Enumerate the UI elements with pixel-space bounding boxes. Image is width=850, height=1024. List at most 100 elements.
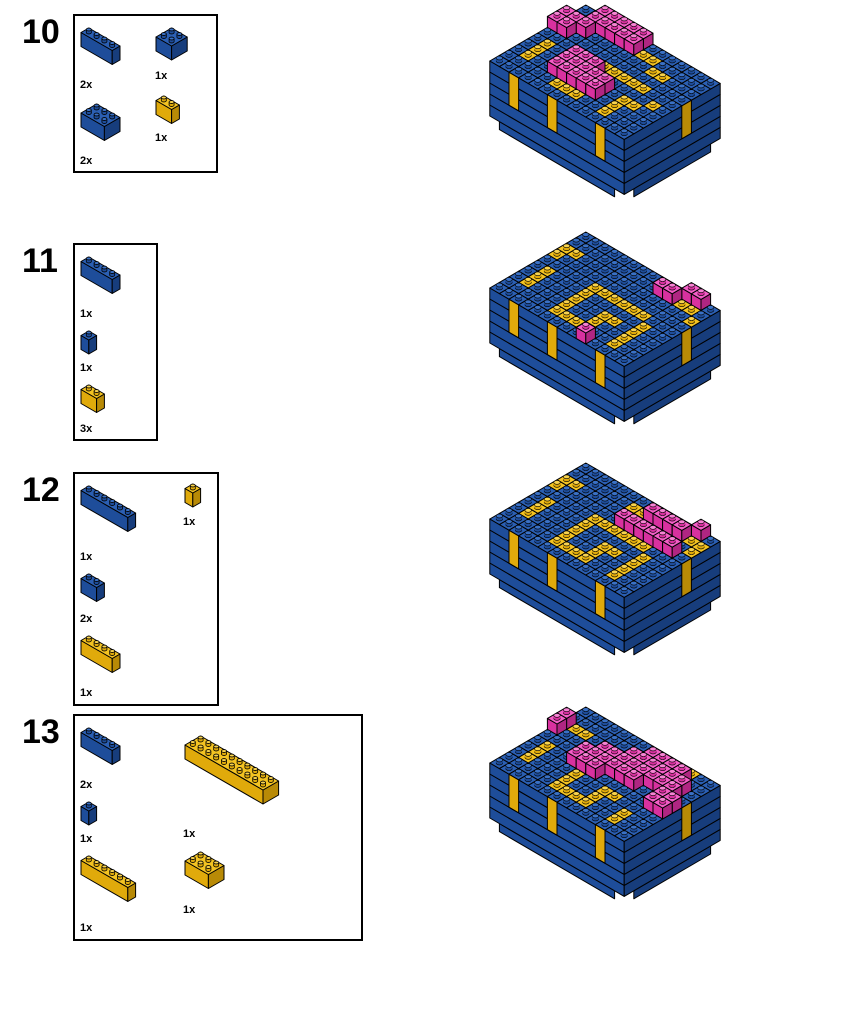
brick <box>80 27 121 65</box>
stud-top <box>630 33 638 39</box>
stud-top <box>543 254 551 260</box>
stud-top <box>678 299 686 305</box>
stud-top <box>630 580 638 586</box>
step-number: 10 <box>22 13 60 51</box>
stud-top <box>101 736 108 741</box>
stud-top <box>495 513 503 519</box>
stud-top <box>611 558 619 564</box>
step-10: 10 2x 1x 2x 1x <box>0 4 850 234</box>
stud-top <box>582 322 590 327</box>
stud-top <box>707 536 715 541</box>
stud-top <box>620 819 628 824</box>
yellow-brick-2x3-drawing <box>184 851 225 889</box>
stud-top <box>543 277 551 282</box>
stud-top <box>620 106 628 111</box>
stud-top <box>687 89 695 94</box>
stud-top <box>601 321 609 327</box>
stud-top <box>649 111 657 117</box>
stud-top <box>620 541 628 547</box>
stud-top <box>611 780 619 785</box>
model-top <box>489 462 721 598</box>
stud-top <box>630 757 638 763</box>
stud-top <box>534 757 542 763</box>
stud-top <box>582 496 590 502</box>
stud-top <box>639 763 647 769</box>
stud-top <box>563 83 571 89</box>
stud-top <box>668 78 676 83</box>
stud-top <box>582 796 590 802</box>
stud-top <box>611 802 619 808</box>
model-assembly-step-13 <box>489 706 721 900</box>
stud-top <box>543 763 551 768</box>
part-blue-brick-1x4 <box>79 251 122 294</box>
stud-top <box>591 78 599 83</box>
stud-top <box>582 707 590 712</box>
stud-top <box>591 547 599 552</box>
stud-top <box>563 94 571 100</box>
stud-top <box>591 282 599 288</box>
stud-top <box>543 541 551 547</box>
stud-top <box>630 122 638 128</box>
stud-top <box>543 729 551 735</box>
stud-top <box>687 547 695 552</box>
stud-top <box>505 288 513 293</box>
stud-top <box>572 802 580 808</box>
stud-top <box>611 271 619 277</box>
stud-top <box>582 243 590 249</box>
stud-top <box>197 860 204 865</box>
stud-top <box>620 752 628 757</box>
stud-top <box>524 50 532 55</box>
stud-top <box>205 740 212 744</box>
stud-top <box>620 530 628 536</box>
stud-top <box>611 89 619 94</box>
model-stripe <box>681 99 692 140</box>
stud-top <box>543 519 551 524</box>
stud-top <box>591 524 599 530</box>
stud-top <box>582 72 590 78</box>
stud-top <box>707 78 715 83</box>
stud-top <box>260 780 266 785</box>
stud-top <box>687 316 695 321</box>
stud-top <box>563 299 571 305</box>
stud-top <box>611 757 619 763</box>
stud-top <box>543 752 551 757</box>
stud-top <box>553 293 561 299</box>
stud-top <box>659 94 667 100</box>
quantity-label: 1x <box>80 922 93 934</box>
stud-top <box>649 502 657 508</box>
stud-top <box>601 552 609 558</box>
stud-top <box>563 496 571 502</box>
stud-top <box>582 5 590 10</box>
model-stripe <box>546 552 558 592</box>
stud-top <box>228 753 235 758</box>
stud-top <box>591 491 599 496</box>
stud-top <box>697 310 705 316</box>
stud-top <box>495 55 503 61</box>
stud-top <box>524 265 532 271</box>
stud-top <box>659 106 667 111</box>
stud-top <box>572 305 580 310</box>
stud-top <box>534 536 542 541</box>
stud-top <box>93 640 100 644</box>
stud-top <box>620 117 628 122</box>
stud-top <box>563 288 571 293</box>
stud-top <box>591 67 599 72</box>
stud-top <box>582 94 590 100</box>
stud-top <box>611 260 619 265</box>
stud-top <box>572 237 580 243</box>
stud-top <box>582 485 590 491</box>
stud-top <box>572 547 580 552</box>
stud-top <box>639 333 647 338</box>
stud-top <box>611 569 619 575</box>
stud-top <box>601 508 609 513</box>
stud-top <box>611 22 619 27</box>
stud-top <box>639 519 647 525</box>
stud-top <box>553 757 561 763</box>
stud-top <box>639 785 647 791</box>
part-blue-brick-1x2 <box>79 568 106 602</box>
step-number: 12 <box>22 471 60 509</box>
stud-top <box>582 38 590 44</box>
brick <box>80 801 98 826</box>
model-assembly-step-10 <box>489 4 721 198</box>
stud-top <box>563 763 571 768</box>
